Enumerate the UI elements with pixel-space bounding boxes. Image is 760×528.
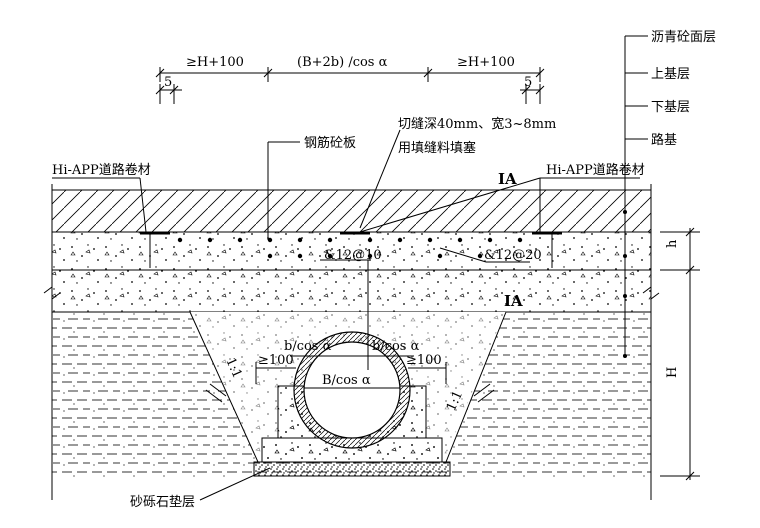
filler-label: 用填缝料填塞	[398, 140, 476, 156]
pipe-dimensions	[255, 355, 447, 389]
material-top-label: IA	[498, 170, 517, 188]
asphalt-layer	[51, 189, 652, 233]
sand-gravel-label: 砂砾石垫层	[130, 494, 195, 510]
culvert-pipe-inner	[303, 341, 401, 439]
legend-asphalt: 沥青砼面层	[651, 30, 716, 45]
rebar-dots	[177, 237, 523, 259]
base-layer	[51, 269, 652, 313]
gap-left-label: ≥100	[258, 353, 294, 368]
b-left-label: b/cos α	[284, 339, 332, 354]
gap-right-label: ≥100	[406, 353, 442, 368]
slope-marks	[205, 383, 495, 403]
b-right-label: b/cos α	[372, 339, 420, 354]
H-dim-label: H	[665, 367, 680, 378]
legend-subgrade: 路基	[651, 132, 677, 148]
dim-offset-right: 5	[524, 75, 532, 90]
break-marks	[43, 184, 660, 500]
material-mid-label: IA	[504, 292, 523, 310]
membrane-left-label: Hi-APP道路卷材	[52, 162, 151, 178]
h-dim-label: h	[665, 239, 680, 248]
dim-top-width: (B+2b) /cos α	[297, 55, 388, 70]
rebar-and-membrane	[140, 231, 562, 268]
membrane-right-label: Hi-APP道路卷材	[546, 162, 645, 178]
height-dimensions	[660, 227, 700, 481]
legend-upper-base: 上基层	[651, 67, 690, 82]
top-dimension-line	[155, 67, 545, 104]
sand-gravel-leader	[199, 467, 271, 501]
dim-left-margin: ≥H+100	[186, 55, 244, 70]
rebar-2-label: &12@20	[484, 248, 542, 263]
pipe-width-label: B/cos α	[322, 373, 371, 388]
rebar-1-label: &12@10	[324, 248, 382, 263]
legend-lower-base: 下基层	[651, 100, 690, 115]
rebar-slab-label: 钢筋砼板	[304, 135, 356, 151]
dim-right-margin: ≥H+100	[457, 55, 515, 70]
cut-joint-label: 切缝深40mm、宽3~8mm	[398, 116, 556, 132]
dim-offset-left: 5	[164, 75, 172, 90]
leader-lines	[52, 129, 640, 370]
sand-gravel-bedding	[253, 461, 451, 477]
